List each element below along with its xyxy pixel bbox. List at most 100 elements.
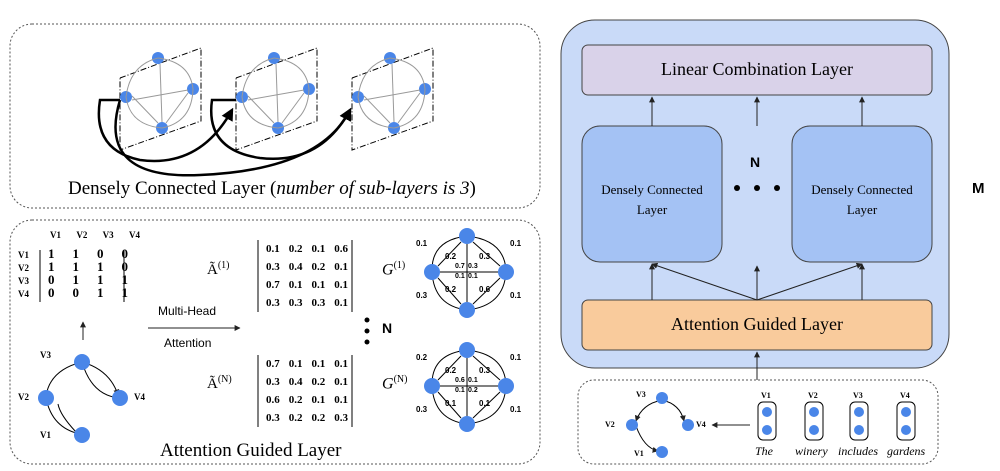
node-label: V3 (636, 390, 646, 399)
densely-connected-caption: Densely Connected Layer (number of sub-l… (68, 178, 476, 200)
model-panel (560, 19, 950, 369)
m1-cell: 0.4 (288, 261, 303, 273)
mn-cell: 0.2 (311, 376, 326, 388)
gn-sup: (N) (393, 374, 408, 385)
token-word: includes (838, 444, 878, 458)
graph-gn (424, 342, 514, 432)
token-word: winery (795, 444, 828, 458)
adj-cell: 1 (97, 285, 104, 300)
node-label: V1 (40, 430, 51, 440)
dense-right-line1: Densely Connected (811, 182, 913, 197)
edge-label: 0.1 (468, 273, 478, 280)
m1-cell: 0.3 (288, 297, 303, 309)
dense-right-line2: Layer (846, 202, 878, 217)
sub-layer-1 (119, 47, 202, 151)
adj-col-header: V1 (50, 230, 61, 240)
node-label: V4 (134, 392, 145, 402)
edge-label: 0.1 (510, 353, 522, 362)
edge-label: 0.3 (479, 366, 491, 375)
adj-row-header: V1 (18, 250, 29, 260)
adj-col-header: V2 (76, 230, 88, 240)
m1-cell: 0.1 (266, 243, 280, 255)
m1-cell: 0.2 (311, 261, 326, 273)
sub-layer-3 (351, 47, 434, 151)
token-header: V4 (900, 391, 910, 400)
input-panel (577, 379, 939, 465)
multi-head-label: Multi-Head (158, 304, 217, 318)
mn-cell: 0.7 (266, 358, 280, 370)
caption-italic: number of sub-layers is 3 (276, 178, 470, 199)
heads-n-label: N (382, 320, 393, 336)
adj-cell: 0 (121, 259, 129, 274)
edge-label: 0.1 (416, 239, 428, 248)
m1-cell: 0.1 (311, 279, 326, 291)
adj-cell: 1 (48, 259, 55, 274)
adj-col-header: V4 (128, 230, 140, 240)
adj-cell: 0 (48, 285, 55, 300)
edge-label: 0.2 (445, 285, 457, 294)
edge-label: 0.3 (416, 291, 428, 300)
adj-cell: 1 (72, 272, 80, 287)
caption-end: ) (469, 178, 476, 199)
m1-cell: 0.1 (288, 279, 303, 291)
mn-cell: 0.4 (288, 376, 303, 388)
gn-label: G(N) (382, 374, 407, 393)
input-graph-right (626, 392, 694, 458)
linear-combination-label: Linear Combination Layer (661, 59, 853, 79)
edge-label: 0.1 (468, 377, 478, 384)
edge-label: 0.1 (510, 239, 522, 248)
dense-left-line1: Densely Connected (601, 182, 703, 197)
attention-guided-box-label: Attention Guided Layer (671, 314, 843, 334)
adj-cell: 0 (121, 246, 129, 261)
m1-cell: 0.1 (334, 297, 348, 309)
token-header: V2 (808, 391, 818, 400)
adj-cell: 1 (72, 246, 80, 261)
mn-cell: 0.6 (266, 394, 280, 406)
vertical-ellipsis (364, 317, 370, 345)
adj-row-header: V3 (18, 276, 29, 286)
token-header: V3 (853, 391, 863, 400)
edge-label: 0.1 (510, 405, 522, 414)
matrixn-sup: (N) (217, 374, 232, 385)
m1-cell: 0.6 (334, 243, 348, 255)
edge-label: 0.2 (416, 353, 428, 362)
matrixn-symbol: Ã (207, 376, 218, 392)
edge-label: 0.1 (510, 291, 522, 300)
node-label: V2 (605, 420, 615, 429)
mn-cell: 0.3 (266, 412, 280, 424)
horizontal-ellipsis (734, 185, 780, 191)
mn-cell: 0.2 (288, 394, 303, 406)
model-arrows (649, 96, 865, 380)
edge-label: 0.1 (455, 387, 465, 394)
edge-label: 0.1 (479, 399, 491, 408)
mn-cell: 0.3 (266, 376, 280, 388)
matrixn-label: Ã(N) (207, 374, 232, 393)
input-graph-left (38, 354, 128, 443)
edge-label: 0.2 (445, 366, 457, 375)
adj-row-header: V2 (18, 263, 29, 273)
mn-cell: 0.1 (334, 394, 348, 406)
g1-symbol: G (382, 261, 394, 279)
edge-label: 0.1 (455, 273, 465, 280)
edge-label: 0.2 (468, 387, 478, 394)
m1-cell: 0.2 (288, 243, 303, 255)
mn-cell: 0.2 (288, 412, 303, 424)
edge-label: 0.3 (416, 405, 428, 414)
adj-cell: 1 (72, 259, 80, 274)
sub-layer-2 (235, 47, 318, 151)
adj-cell: 1 (121, 285, 129, 300)
token-header: V1 (761, 391, 771, 400)
node-label: V4 (696, 420, 706, 429)
caption-main: Densely Connected Layer ( (68, 178, 277, 199)
edge-label: 0.3 (479, 252, 491, 261)
m1-cell: 0.3 (266, 297, 280, 309)
g1-sup: (1) (393, 260, 406, 271)
adj-cell: 1 (97, 272, 104, 287)
mn-cell: 0.1 (311, 358, 326, 370)
token-word: The (755, 444, 773, 458)
linear-combination-box (581, 44, 933, 96)
edge-label: 0.6 (479, 285, 491, 294)
m1-cell: 0.3 (266, 261, 280, 273)
